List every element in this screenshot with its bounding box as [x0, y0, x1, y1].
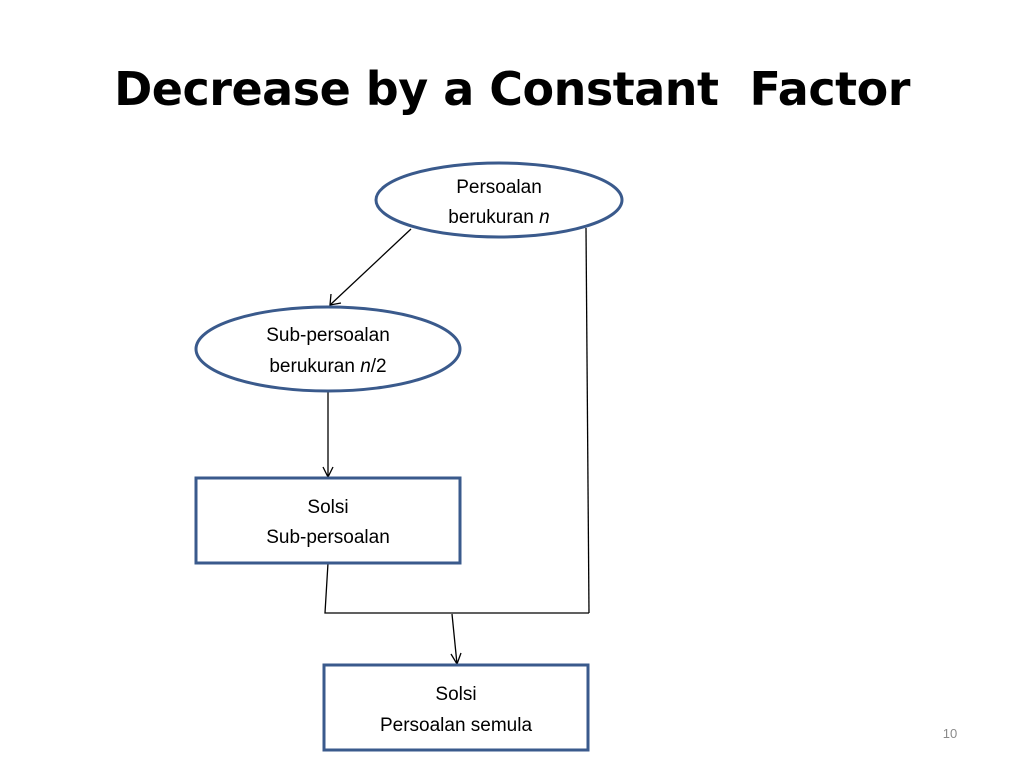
node-solve-original: Solsi Persoalan semula — [322, 663, 590, 752]
node-solve-subproblem-line1: Solsi — [307, 497, 348, 518]
node-solve-subproblem-line2: Sub-persoalan — [266, 527, 390, 548]
node-problem-n-line2-text: berukuran — [448, 207, 539, 228]
node-subproblem-n2-suffix: /2 — [371, 356, 387, 377]
slide-title: Decrease by a Constant Factor — [114, 62, 910, 116]
edge-join-to-solve-original — [451, 613, 458, 665]
node-solve-subproblem: Solsi Sub-persoalan — [194, 476, 462, 565]
page-number: 10 — [942, 726, 958, 741]
edge-problem-to-subproblem — [329, 228, 412, 306]
node-subproblem-n2-line2-text: berukuran — [269, 356, 360, 377]
node-problem-n-line1: Persoalan — [456, 177, 542, 198]
node-solve-original-line2: Persoalan semula — [380, 715, 533, 736]
arrowhead-subproblem — [329, 293, 342, 306]
edge-problem-bypass — [585, 227, 590, 614]
node-solve-subproblem-shape — [194, 476, 462, 565]
node-subproblem-n2: Sub-persoalan berukuran n/2 — [194, 305, 462, 393]
node-subproblem-n2-shape — [194, 305, 462, 393]
edge-solve-subproblem-to-join — [324, 562, 589, 614]
node-subproblem-n2-line1: Sub-persoalan — [266, 325, 390, 346]
node-subproblem-n2-line2: berukuran n/2 — [269, 356, 386, 377]
node-solve-original-line1: Solsi — [435, 684, 476, 705]
node-problem-n: Persoalan berukuran n — [374, 161, 624, 239]
node-subproblem-n2-variable: n — [360, 356, 371, 377]
node-problem-n-shape — [374, 161, 624, 239]
node-problem-n-line2: berukuran n — [448, 207, 549, 228]
node-solve-original-shape — [322, 663, 590, 752]
node-problem-n-variable: n — [539, 207, 550, 228]
